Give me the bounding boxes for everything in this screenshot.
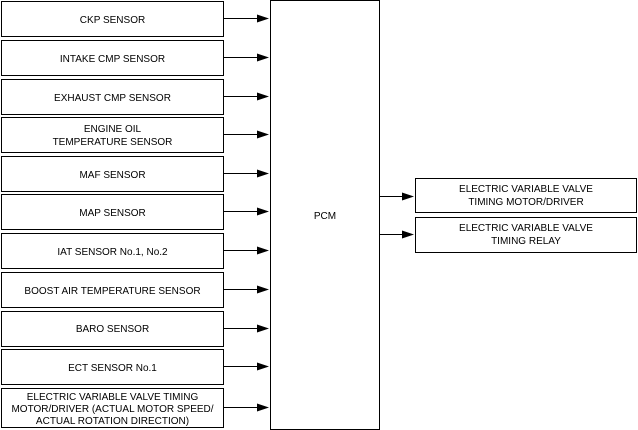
input-boost-air-temperature-sensor: BOOST AIR TEMPERATURE SENSOR xyxy=(1,272,224,308)
input-arrow xyxy=(224,324,269,333)
output-evvt-relay: ELECTRIC VARIABLE VALVE TIMING RELAY xyxy=(415,217,637,253)
input-arrow xyxy=(224,246,269,255)
output-arrow xyxy=(380,192,414,201)
input-engine-oil-temperature-sensor: ENGINE OIL TEMPERATURE SENSOR xyxy=(1,117,224,153)
pcm-box xyxy=(270,0,380,430)
input-map-sensor: MAP SENSOR xyxy=(1,194,224,230)
input-arrow xyxy=(224,14,269,23)
input-arrow-group xyxy=(224,14,269,412)
output-label-line: TIMING MOTOR/DRIVER xyxy=(468,197,583,208)
input-label: MAF SENSOR xyxy=(79,170,145,181)
output-arrow xyxy=(380,230,414,239)
input-label: CKP SENSOR xyxy=(80,15,145,26)
input-ckp-sensor: CKP SENSOR xyxy=(1,1,224,37)
pcm-block: PCM xyxy=(270,0,380,430)
input-label-line: MOTOR/DRIVER (ACTUAL MOTOR SPEED/ xyxy=(11,404,213,415)
input-arrow xyxy=(224,169,269,178)
input-label-line: ELECTRIC VARIABLE VALVE TIMING xyxy=(27,392,199,403)
output-actuator-group: ELECTRIC VARIABLE VALVE TIMING MOTOR/DRI… xyxy=(415,178,637,253)
input-label-line: ENGINE OIL xyxy=(84,124,142,135)
input-arrow xyxy=(224,53,269,62)
input-label: ECT SENSOR No.1 xyxy=(68,363,157,374)
input-evvt-motor-driver-feedback: ELECTRIC VARIABLE VALVE TIMING MOTOR/DRI… xyxy=(1,388,224,428)
output-evvt-motor-driver: ELECTRIC VARIABLE VALVE TIMING MOTOR/DRI… xyxy=(415,178,637,213)
input-iat-sensor: IAT SENSOR No.1, No.2 xyxy=(1,233,224,269)
input-sensor-group: CKP SENSOR INTAKE CMP SENSOR EXHAUST CMP… xyxy=(1,1,224,428)
input-intake-cmp-sensor: INTAKE CMP SENSOR xyxy=(1,40,224,76)
input-label-line: TEMPERATURE SENSOR xyxy=(53,137,173,148)
input-baro-sensor: BARO SENSOR xyxy=(1,311,224,347)
output-label-line: ELECTRIC VARIABLE VALVE xyxy=(459,223,593,234)
input-arrow xyxy=(224,403,269,412)
input-label-line: ACTUAL ROTATION DIRECTION) xyxy=(36,416,189,427)
input-arrow xyxy=(224,207,269,216)
input-label: EXHAUST CMP SENSOR xyxy=(54,93,171,104)
input-exhaust-cmp-sensor: EXHAUST CMP SENSOR xyxy=(1,79,224,115)
input-label: MAP SENSOR xyxy=(79,208,146,219)
input-label: IAT SENSOR No.1, No.2 xyxy=(57,247,168,258)
pcm-label: PCM xyxy=(314,211,336,222)
input-arrow xyxy=(224,130,269,139)
input-label: BARO SENSOR xyxy=(76,324,149,335)
output-label-line: TIMING RELAY xyxy=(491,236,561,247)
output-arrow-group xyxy=(380,192,414,239)
input-ect-sensor: ECT SENSOR No.1 xyxy=(1,349,224,385)
input-label: BOOST AIR TEMPERATURE SENSOR xyxy=(24,286,200,297)
output-label-line: ELECTRIC VARIABLE VALVE xyxy=(459,184,593,195)
input-arrow xyxy=(224,285,269,294)
input-arrow xyxy=(224,362,269,371)
input-arrow xyxy=(224,92,269,101)
input-label: INTAKE CMP SENSOR xyxy=(60,54,165,65)
input-maf-sensor: MAF SENSOR xyxy=(1,156,224,192)
